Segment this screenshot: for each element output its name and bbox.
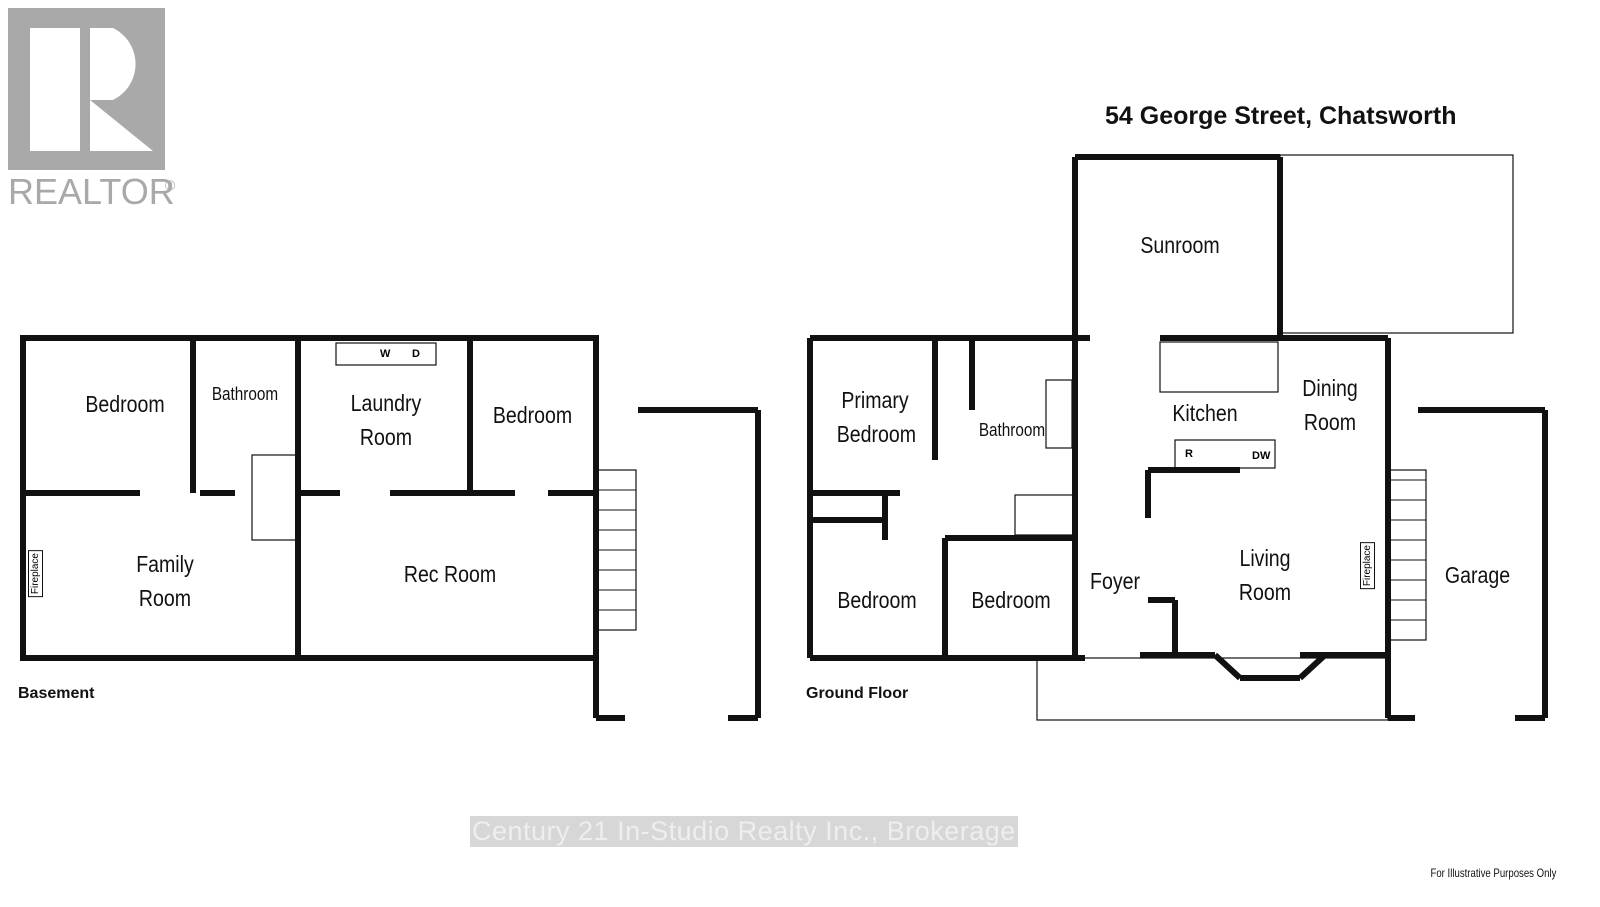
basement-fireplace-label: Fireplace [28,550,43,598]
realtor-logo: REALTOR ® [8,8,183,213]
ground-room-sunroom: Sunroom [1140,232,1220,258]
ground-fireplace-label: Fireplace [1360,542,1375,590]
ground-room-living: Living Room [1238,545,1292,605]
svg-text:®: ® [165,177,176,193]
ground-room-bedroom-1: Bedroom [837,587,917,613]
ground-room-dining: Dining Room [1302,375,1358,435]
basement-floor-label: Basement [18,685,95,702]
basement-room-laundry: Laundry Room [350,390,422,450]
stairs [598,479,1426,621]
ground-room-kitchen: Kitchen [1172,400,1238,426]
thin-outlines [251,154,1514,721]
basement-room-bedroom-2: Bedroom [492,402,573,428]
dishwasher-label: DW [1252,450,1271,462]
ground-room-bedroom-2: Bedroom [971,587,1051,613]
brokerage-watermark: Century 21 In-Studio Realty Inc., Broker… [470,816,1018,847]
basement-walls [20,335,761,721]
basement-room-family: Family Room [136,551,194,611]
ground-room-garage: Garage [1444,562,1511,588]
refrigerator-label: R [1185,448,1193,460]
illustrative-footnote: For Illustrative Purposes Only [1430,866,1556,880]
washer-label: W [380,348,391,360]
realtor-r-mark-icon: REALTOR ® [8,8,176,212]
ground-room-primary-bedroom: Primary Bedroom [836,387,917,447]
basement-room-rec: Rec Room [403,561,497,587]
ground-room-bathroom: Bathroom [978,420,1046,440]
dryer-label: D [412,348,420,360]
ground-floor-label: Ground Floor [806,685,909,702]
ground-room-foyer: Foyer [1090,568,1140,594]
basement-room-bedroom-1: Bedroom [85,391,165,417]
svg-text:REALTOR: REALTOR [8,171,175,212]
property-address-title: 54 George Street, Chatsworth [1105,102,1457,130]
basement-room-bathroom: Bathroom [211,384,279,404]
